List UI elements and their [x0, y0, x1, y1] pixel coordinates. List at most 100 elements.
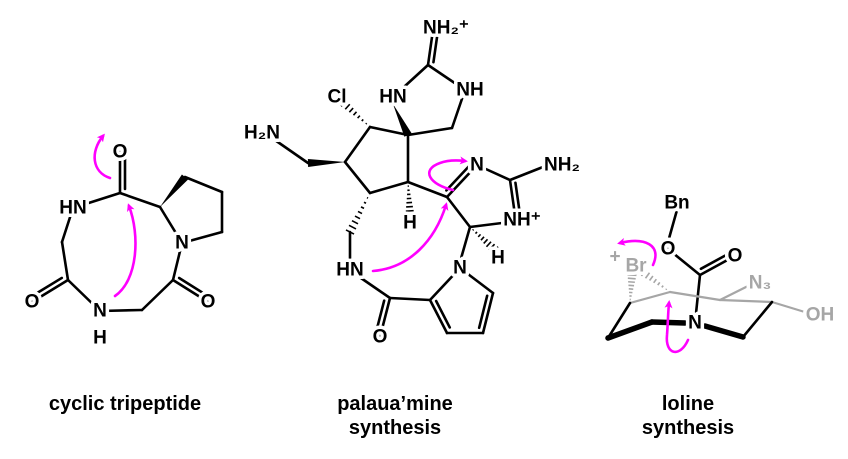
caption-palauamine-line1: palaua’mine: [337, 393, 453, 415]
atom-amide-nh: HN: [59, 198, 86, 219]
bond: [428, 298, 449, 335]
hashed-bond: [477, 233, 482, 238]
hashed-bond: [644, 272, 651, 279]
caption-loline-line2: synthesis: [642, 417, 734, 439]
bond: [468, 220, 512, 229]
bond: [458, 266, 495, 295]
bond: [605, 319, 655, 341]
curved-arrow: [113, 203, 137, 298]
bond: [445, 163, 479, 199]
atom-nitrogen: N: [470, 155, 484, 176]
curved-arrow: [371, 202, 449, 273]
atom-oxygen: O: [373, 327, 388, 348]
bond: [118, 191, 162, 209]
bond: [508, 178, 517, 217]
captions: cyclic tripeptide palaua’mine synthesis …: [49, 393, 734, 439]
atom-nitrogen: N: [453, 258, 467, 279]
atom-amine: NH₂: [544, 155, 580, 176]
atom-oxygen: O: [113, 142, 128, 163]
bond: [343, 125, 372, 164]
bond: [406, 126, 454, 137]
hashed-bond: [354, 215, 361, 220]
bond: [31, 276, 64, 297]
hashed-bond: [636, 265, 644, 275]
bond: [356, 274, 392, 300]
bond: [180, 230, 224, 245]
atom-oxygen: O: [661, 239, 676, 260]
atom-chlorine: Cl: [328, 87, 347, 108]
bond: [718, 298, 774, 304]
curved-arrow: [428, 156, 468, 192]
bond: [666, 208, 679, 244]
bond: [432, 32, 439, 64]
hashed-bond: [627, 277, 636, 280]
hashed-bond: [352, 111, 358, 116]
caption-loline-line1: loline: [662, 393, 714, 415]
hashed-bond: [405, 213, 415, 217]
hashed-bond: [657, 281, 661, 286]
bond: [158, 205, 184, 245]
hashed-bond: [483, 238, 489, 244]
hashed-bond: [491, 246, 499, 254]
bond: [391, 63, 430, 99]
atom-bromine: Br: [625, 256, 647, 277]
bond: [770, 300, 810, 315]
hashed-bond: [336, 96, 344, 104]
bond: [426, 28, 435, 67]
bond: [508, 163, 550, 182]
atom-amide-nh: HN: [336, 260, 363, 281]
hashed-bond: [357, 210, 363, 215]
bond: [481, 291, 495, 335]
atom-oxygen: O: [201, 292, 216, 313]
bond: [702, 323, 746, 340]
charge-plus: +: [609, 247, 620, 268]
bond: [477, 294, 489, 330]
bond: [171, 278, 210, 304]
curved-arrow: [93, 133, 112, 180]
atom-iminium: NH₂⁺: [423, 18, 469, 39]
atom-nitrogen: N: [93, 301, 107, 322]
atom-labels: O HN N O N H O NH₂⁺ HN NH Cl H₂N N NH₂ N…: [21, 14, 838, 352]
hashed-bond: [365, 122, 368, 125]
bond: [140, 278, 175, 312]
wedge-bond: [160, 174, 189, 207]
wedge-bond: [307, 159, 345, 167]
atom-oxygen: O: [25, 292, 40, 313]
bond: [698, 255, 735, 277]
hashed-bond: [366, 196, 369, 199]
bond: [98, 308, 144, 313]
hashed-bond: [480, 236, 485, 241]
bond: [445, 163, 472, 192]
atom-amine-nh: HN: [379, 87, 406, 108]
bond: [450, 88, 467, 130]
hashed-bond: [361, 118, 364, 122]
bond: [378, 296, 392, 339]
bond: [428, 266, 462, 302]
bond: [693, 273, 702, 325]
hashed-bond: [363, 201, 367, 204]
hashed-bond: [351, 219, 359, 225]
hashed-bond: [344, 103, 351, 110]
bond: [445, 195, 472, 229]
hashed-bond: [472, 228, 475, 231]
atom-oxygen: O: [728, 246, 743, 267]
bond: [374, 299, 386, 334]
bond: [718, 284, 750, 302]
bond: [388, 296, 432, 302]
curved-arrows-layer: [93, 133, 690, 354]
atom-amine-nh: NH: [456, 80, 483, 101]
atom-hydrogen: H: [93, 328, 107, 349]
hashed-bond: [661, 285, 664, 288]
bond: [30, 278, 70, 304]
bond: [406, 180, 449, 199]
bond: [66, 278, 102, 313]
hashed-bond: [488, 243, 496, 251]
bond: [60, 240, 70, 282]
bond: [343, 160, 372, 195]
bond: [628, 290, 672, 305]
atom-nitrogen: N: [175, 233, 189, 254]
curved-arrow: [617, 237, 657, 267]
bond: [171, 241, 184, 282]
hashed-bond: [665, 288, 668, 291]
